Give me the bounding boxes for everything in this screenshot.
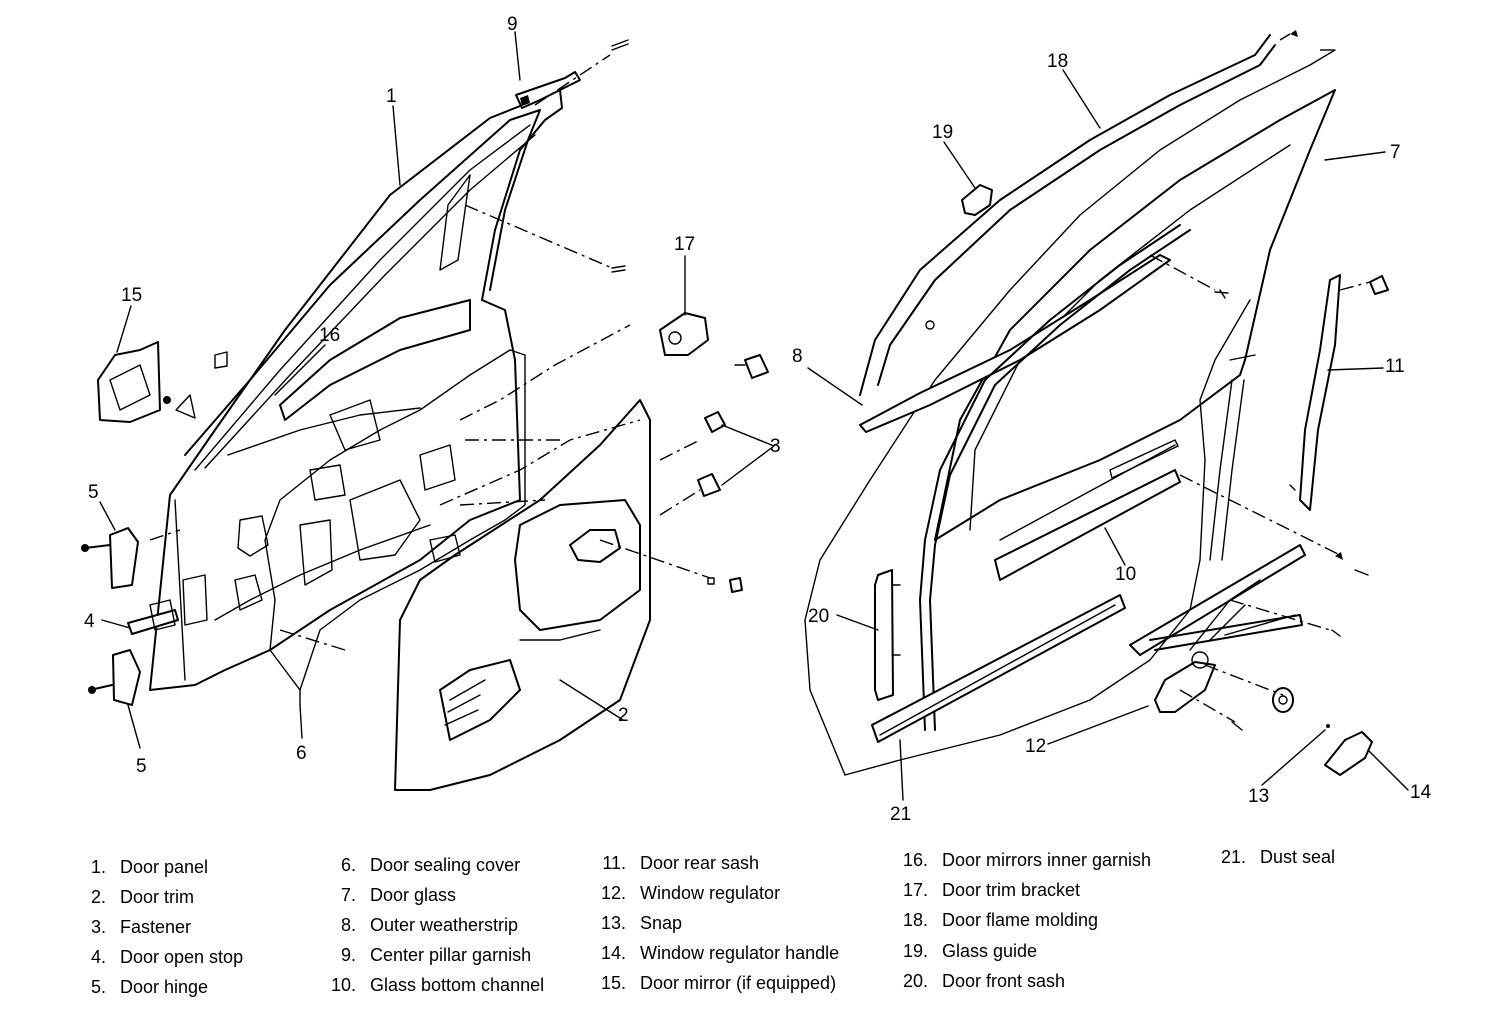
callout-10: 10 [1115, 564, 1136, 585]
callout-1: 1 [386, 86, 397, 107]
legend-item: 19.Glass guide [902, 941, 1038, 961]
callout-6: 6 [296, 743, 307, 764]
center-pillar-garnish [515, 71, 581, 109]
glass-bottom-channel [994, 439, 1181, 581]
regulator-handle [1272, 687, 1373, 776]
legend-item: 10.Glass bottom channel [330, 975, 545, 995]
right-leader-lines [1149, 33, 1371, 723]
door-open-stop [127, 599, 179, 635]
callout-4: 4 [84, 611, 95, 632]
callout-5-lower: 5 [136, 756, 147, 777]
front-sash-part [874, 569, 901, 701]
legend-item: 12.Window regulator [600, 883, 781, 903]
dust-seal [871, 594, 1126, 743]
parts-legend: 1.Door panel 2.Door trim 3.Fastener 4.Do… [0, 847, 1504, 1008]
callout-numbers: 1 2 3 4 5 5 6 7 8 9 10 11 12 13 14 15 16… [84, 14, 1432, 825]
callout-leaders [99, 31, 1409, 801]
legend-item: 13.Snap [600, 913, 683, 933]
legend-item: 15.Door mirror (if equipped) [600, 973, 837, 993]
exploded-door-diagram: 1 2 3 4 5 5 6 7 8 9 10 11 12 13 14 15 16… [81, 14, 1432, 825]
callout-2: 2 [618, 705, 629, 726]
legend-item: 1.Door panel [90, 857, 209, 877]
callout-11: 11 [1385, 356, 1405, 377]
callout-19: 19 [932, 122, 953, 143]
callout-13: 13 [1248, 786, 1269, 807]
door-hinges [81, 527, 141, 706]
callout-9: 9 [507, 14, 518, 35]
legend-item: 2.Door trim [90, 887, 195, 907]
callout-16: 16 [319, 325, 340, 346]
callout-14: 14 [1410, 782, 1432, 803]
window-regulator [1129, 544, 1306, 713]
outer-weatherstrip [859, 254, 1171, 433]
callout-21: 21 [890, 804, 911, 825]
door-flame-molding [859, 34, 1276, 396]
legend-item: 16.Door mirrors inner garnish [902, 850, 1152, 870]
glass-guide [961, 184, 993, 216]
callout-12: 12 [1025, 736, 1046, 757]
legend-item: 8.Outer weatherstrip [340, 915, 519, 935]
legend-item: 6.Door sealing cover [340, 855, 521, 875]
callout-7: 7 [1390, 142, 1401, 163]
legend-item: 14.Window regulator handle [600, 943, 840, 963]
legend-item: 20.Door front sash [902, 971, 1066, 991]
door-sealing-cover [264, 349, 526, 706]
legend-item: 17.Door trim bracket [902, 880, 1081, 900]
door-trim-bracket [659, 312, 709, 356]
callout-20: 20 [808, 606, 829, 627]
door-panel [149, 89, 563, 691]
legend-item: 9.Center pillar garnish [340, 945, 532, 965]
legend-item: 4.Door open stop [90, 947, 244, 967]
callout-8: 8 [792, 346, 803, 367]
fasteners [611, 39, 769, 593]
legend-item: 3.Fastener [90, 917, 192, 937]
callout-15: 15 [121, 285, 142, 306]
door-glass [934, 89, 1336, 541]
legend-item: 7.Door glass [340, 885, 457, 905]
legend-item: 21.Dust seal [1220, 847, 1336, 867]
callout-17: 17 [674, 234, 695, 255]
door-front-sash [919, 224, 1191, 731]
callout-18: 18 [1047, 51, 1068, 72]
door-trim [394, 399, 651, 791]
legend-item: 5.Door hinge [90, 977, 209, 997]
callout-5-upper: 5 [88, 482, 99, 503]
legend-item: 18.Door flame molding [902, 910, 1099, 930]
right-fasteners [1214, 30, 1389, 731]
callout-3: 3 [770, 436, 781, 457]
door-mirror [97, 341, 196, 423]
legend-item: 11.Door rear sash [602, 853, 760, 873]
left-leader-lines [149, 54, 711, 651]
door-rear-sash [1209, 274, 1341, 561]
